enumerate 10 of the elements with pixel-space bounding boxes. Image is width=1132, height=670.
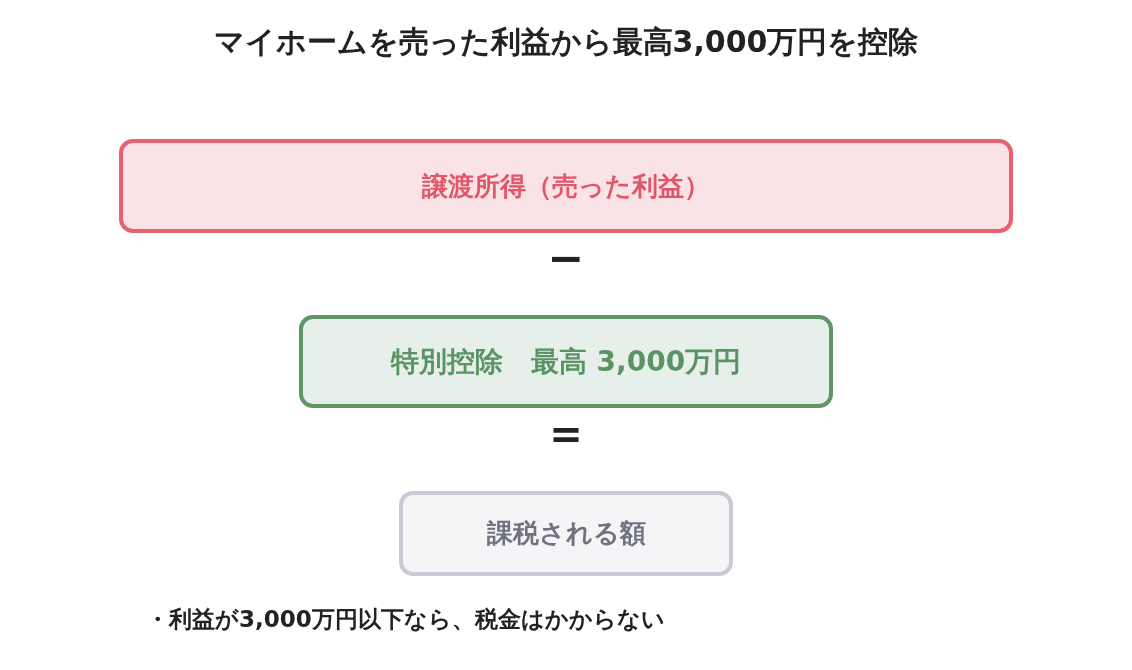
formula-box: [299, 315, 833, 408]
equals-sign: =: [548, 414, 584, 454]
box-label: 課税される額: [486, 517, 646, 550]
title: マイホームを売った利益から最高3,000万円を控除: [212, 23, 920, 61]
note-text: ・利益が3,000万円以下なら、税金はかからない: [146, 605, 665, 634]
formula-box: [119, 139, 1013, 233]
minus-sign: −: [546, 236, 586, 280]
box-label: 特別控除 最高 3,000万円: [390, 343, 742, 380]
formula-box: [399, 491, 733, 576]
box-label: 譲渡所得（売った利益）: [422, 169, 710, 203]
